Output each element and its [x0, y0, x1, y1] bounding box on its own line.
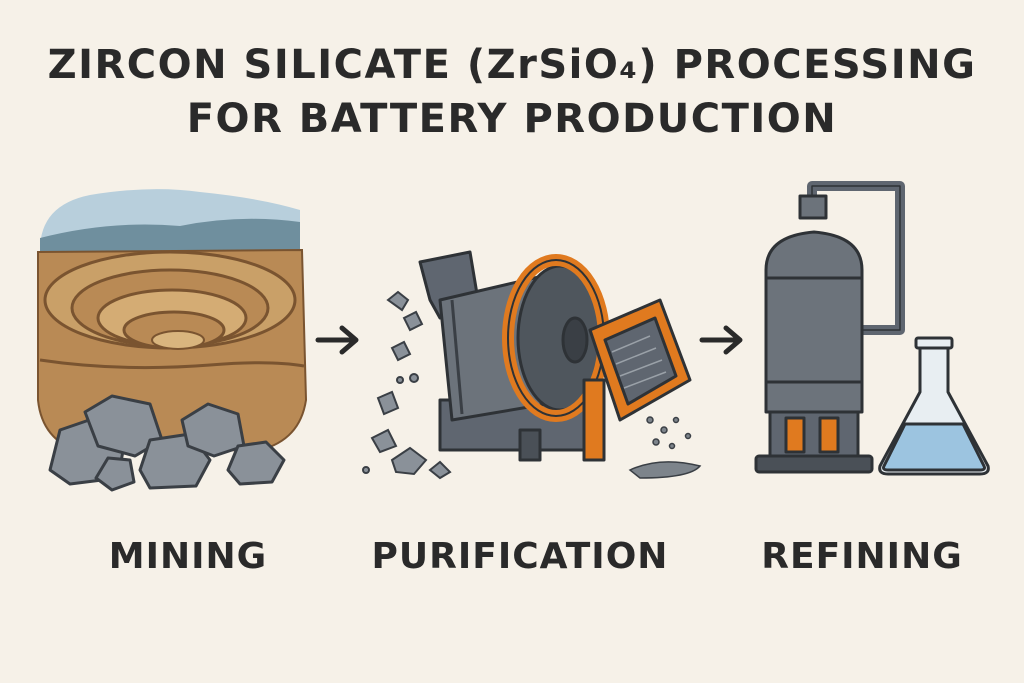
title-line-2: FOR BATTERY PRODUCTION — [186, 96, 838, 142]
arrow-right-icon — [315, 325, 359, 355]
flask-icon — [878, 336, 990, 476]
arrow-right-icon — [699, 325, 743, 355]
gravel-particles-icon — [362, 290, 452, 480]
stage-label-mining: MINING — [108, 536, 268, 577]
open-pit-mine-icon — [37, 189, 308, 454]
ball-mill-icon — [418, 250, 692, 462]
page-title: ZIRCON SILICATE (ZrSiO₄) PROCESSING FOR … — [0, 38, 1024, 146]
stage-label-refining: REFINING — [761, 536, 963, 577]
fine-powder-icon — [628, 416, 702, 479]
refining-tank-icon — [754, 181, 905, 474]
title-line-1: ZIRCON SILICATE (ZrSiO₄) PROCESSING — [47, 42, 977, 88]
ore-rocks-icon — [48, 394, 286, 492]
stage-label-purification: PURIFICATION — [371, 536, 669, 577]
